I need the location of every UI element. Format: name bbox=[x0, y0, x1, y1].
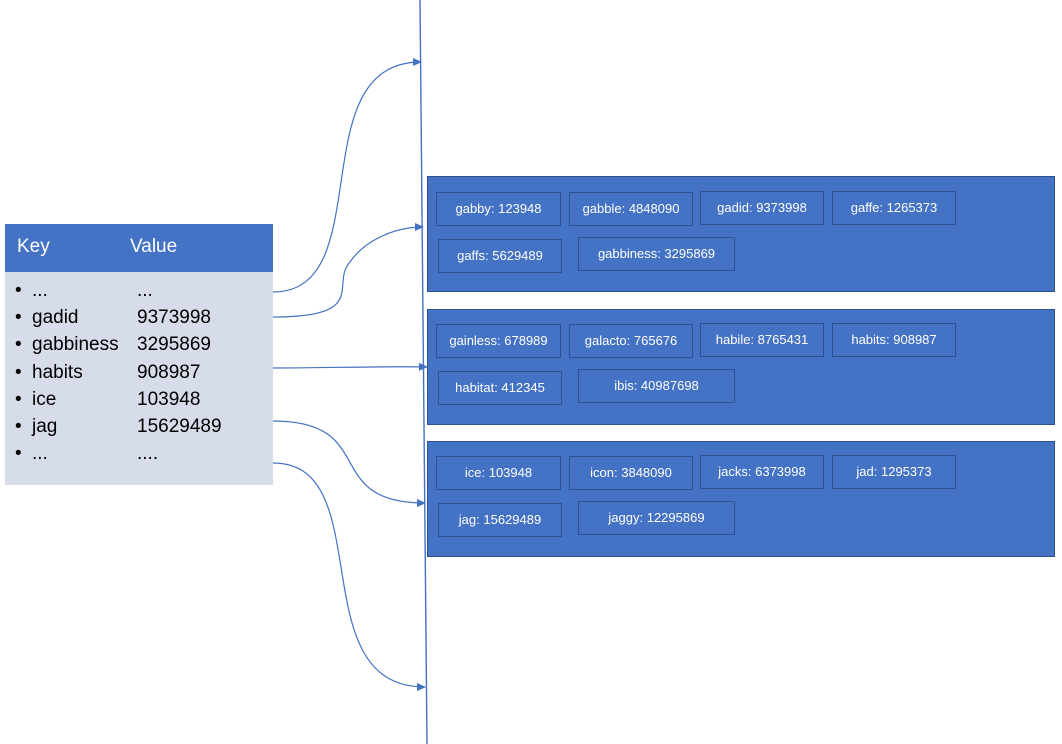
row-value: 103948 bbox=[137, 388, 201, 410]
vertical-axis-line bbox=[419, 0, 428, 744]
row-key: ... bbox=[32, 443, 48, 465]
entry-box: jag: 15629489 bbox=[438, 503, 562, 537]
value-column-header: Value bbox=[130, 236, 178, 257]
bullet-icon: • bbox=[15, 307, 22, 329]
entry-box: habits: 908987 bbox=[832, 323, 956, 357]
table-header: Key Value bbox=[5, 224, 273, 272]
row-value: 9373998 bbox=[137, 307, 211, 329]
bullet-icon: • bbox=[15, 361, 22, 383]
bullet-icon: • bbox=[15, 415, 22, 437]
entry-box: gabble: 4848090 bbox=[569, 192, 693, 226]
entry-box: jacks: 6373998 bbox=[700, 455, 824, 489]
entry-box: gabby: 123948 bbox=[436, 192, 561, 226]
row-value: 908987 bbox=[137, 361, 201, 383]
row-key: ice bbox=[32, 388, 57, 410]
table-row: • ... .... bbox=[5, 443, 273, 470]
arrow-jag-entry bbox=[272, 420, 426, 507]
table-rows: • ... ... • gadid 9373998 • gabbiness 32… bbox=[5, 280, 273, 470]
entry-box: jaggy: 12295869 bbox=[578, 501, 735, 535]
row-key: gadid bbox=[32, 307, 79, 329]
table-row: • habits 908987 bbox=[5, 362, 273, 389]
table-row: • jag 15629489 bbox=[5, 416, 273, 443]
entry-box: galacto: 765676 bbox=[569, 324, 693, 358]
bullet-icon: • bbox=[15, 388, 22, 410]
data-block-2: gainless: 678989 galacto: 765676 habile:… bbox=[427, 309, 1055, 425]
arrow-last-entry bbox=[272, 462, 426, 691]
row-key: gabbiness bbox=[32, 334, 119, 356]
entry-box: icon: 3848090 bbox=[569, 456, 693, 490]
entry-box: ibis: 40987698 bbox=[578, 369, 735, 403]
entry-box: gaffs: 5629489 bbox=[438, 239, 562, 273]
table-row: • ice 103948 bbox=[5, 389, 273, 416]
table-row: • gabbiness 3295869 bbox=[5, 334, 273, 361]
row-key: habits bbox=[32, 361, 83, 383]
key-value-table: Key Value • ... ... • gadid 9373998 • ga… bbox=[5, 224, 273, 485]
row-key: ... bbox=[32, 280, 48, 301]
key-column-header: Key bbox=[17, 236, 50, 257]
row-value: ... bbox=[137, 280, 153, 301]
entry-box: gadid: 9373998 bbox=[700, 191, 824, 225]
table-row: • ... ... bbox=[5, 280, 273, 307]
entry-box: habitat: 412345 bbox=[438, 371, 562, 405]
entry-box: gaffe: 1265373 bbox=[832, 191, 956, 225]
bullet-icon: • bbox=[15, 280, 22, 301]
arrow-first-entry bbox=[272, 58, 422, 293]
row-value: 3295869 bbox=[137, 334, 211, 356]
entry-box: jad: 1295373 bbox=[832, 455, 956, 489]
row-key: jag bbox=[32, 415, 58, 437]
entry-box: gainless: 678989 bbox=[436, 324, 561, 358]
row-value: .... bbox=[137, 443, 159, 465]
entry-box: habile: 8765431 bbox=[700, 323, 824, 357]
arrow-gadid-entry bbox=[272, 223, 424, 318]
row-value: 15629489 bbox=[137, 415, 222, 437]
arrow-habits-entry bbox=[272, 362, 428, 371]
bullet-icon: • bbox=[15, 334, 22, 356]
entry-box: gabbiness: 3295869 bbox=[578, 237, 735, 271]
entry-box: ice: 103948 bbox=[436, 456, 561, 490]
data-block-1: gabby: 123948 gabble: 4848090 gadid: 937… bbox=[427, 176, 1055, 292]
table-row: • gadid 9373998 bbox=[5, 307, 273, 334]
bullet-icon: • bbox=[15, 443, 22, 465]
data-block-3: ice: 103948 icon: 3848090 jacks: 6373998… bbox=[427, 441, 1055, 557]
